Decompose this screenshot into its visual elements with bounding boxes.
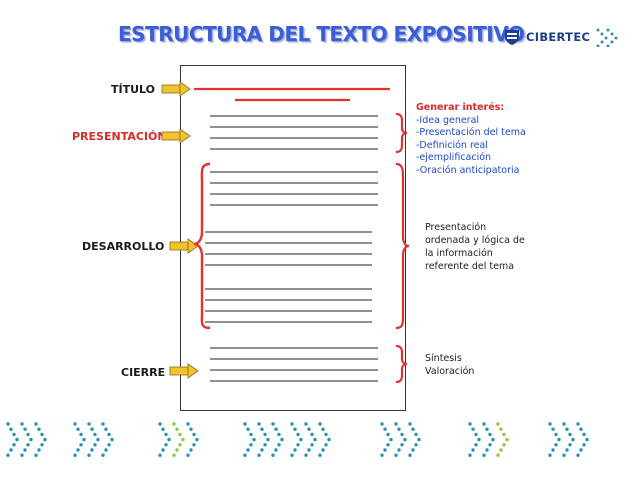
chevron-icon	[6, 422, 19, 457]
chevron-icon	[496, 422, 509, 457]
arrow-titulo	[161, 81, 191, 97]
arrow-desarrollo	[169, 238, 199, 254]
note-item: -Oración anticipatoria	[416, 164, 520, 176]
chevron-icon	[482, 422, 495, 457]
presentacion-lines	[210, 115, 378, 150]
chevron-icon	[576, 422, 589, 457]
chevron-icon	[20, 422, 33, 457]
cibertec-logo: CIBERTEC	[503, 26, 623, 48]
note-line: la información	[425, 248, 493, 259]
chevron-icon	[101, 422, 114, 457]
chevron-icon	[271, 422, 284, 457]
chevron-icon	[304, 422, 317, 457]
document-page	[180, 65, 406, 411]
brace-cierre	[395, 344, 408, 384]
note-item: -Presentación del tema	[416, 127, 526, 138]
chevron-icon	[186, 422, 199, 457]
chevron-logo-icon	[596, 28, 618, 47]
note-line: Valoración	[425, 366, 475, 377]
chevron-icon	[548, 422, 561, 457]
chevron-icon	[257, 422, 270, 457]
label-titulo: TÍTULO	[111, 83, 155, 96]
desarrollo-lines	[205, 171, 378, 323]
brace-desarrollo-left	[193, 162, 211, 330]
label-cierre: CIERRE	[121, 366, 166, 379]
logo-text: CIBERTEC	[526, 30, 591, 44]
chevron-icon	[243, 422, 256, 457]
footer-chevron-pattern	[6, 422, 589, 457]
label-presentacion: PRESENTACIÓN	[72, 130, 167, 143]
brace-desarrollo-right	[395, 162, 410, 330]
note-presentacion: Generar interés: -Idea general -Presenta…	[416, 102, 526, 177]
note-cierre: Síntesis Valoración	[425, 352, 474, 378]
note-desarrollo: Presentación ordenada y lógica de la inf…	[425, 221, 525, 273]
page-title: ESTRUCTURA DEL TEXTO EXPOSITIVO	[118, 22, 525, 46]
label-desarrollo: DESARROLLO	[82, 240, 165, 253]
chevron-icon	[87, 422, 100, 457]
chevron-icon	[468, 422, 481, 457]
chevron-icon	[73, 422, 86, 457]
arrow-cierre	[169, 363, 199, 379]
chevron-icon	[172, 422, 185, 457]
chevron-icon	[394, 422, 407, 457]
note-line: Síntesis	[425, 353, 462, 364]
chevron-icon	[318, 422, 331, 457]
cierre-lines	[210, 347, 378, 382]
note-line: Presentación	[425, 222, 487, 233]
brace-presentacion	[395, 112, 408, 154]
chevron-icon	[380, 422, 393, 457]
chevron-icon	[408, 422, 421, 457]
note-line: ordenada y lógica de	[425, 235, 525, 246]
chevron-icon	[34, 422, 47, 457]
note-presentacion-heading: Generar interés:	[416, 102, 505, 113]
chevron-icon	[290, 422, 303, 457]
note-item: -Definición real	[416, 139, 488, 151]
chevron-icon	[158, 422, 171, 457]
note-line: referente del tema	[425, 261, 515, 272]
note-item: -Idea general	[416, 114, 480, 126]
note-item: -ejemplificación	[416, 152, 492, 163]
arrow-presentacion	[161, 128, 191, 144]
chevron-icon	[562, 422, 575, 457]
cibertec-shield-icon	[505, 30, 519, 45]
